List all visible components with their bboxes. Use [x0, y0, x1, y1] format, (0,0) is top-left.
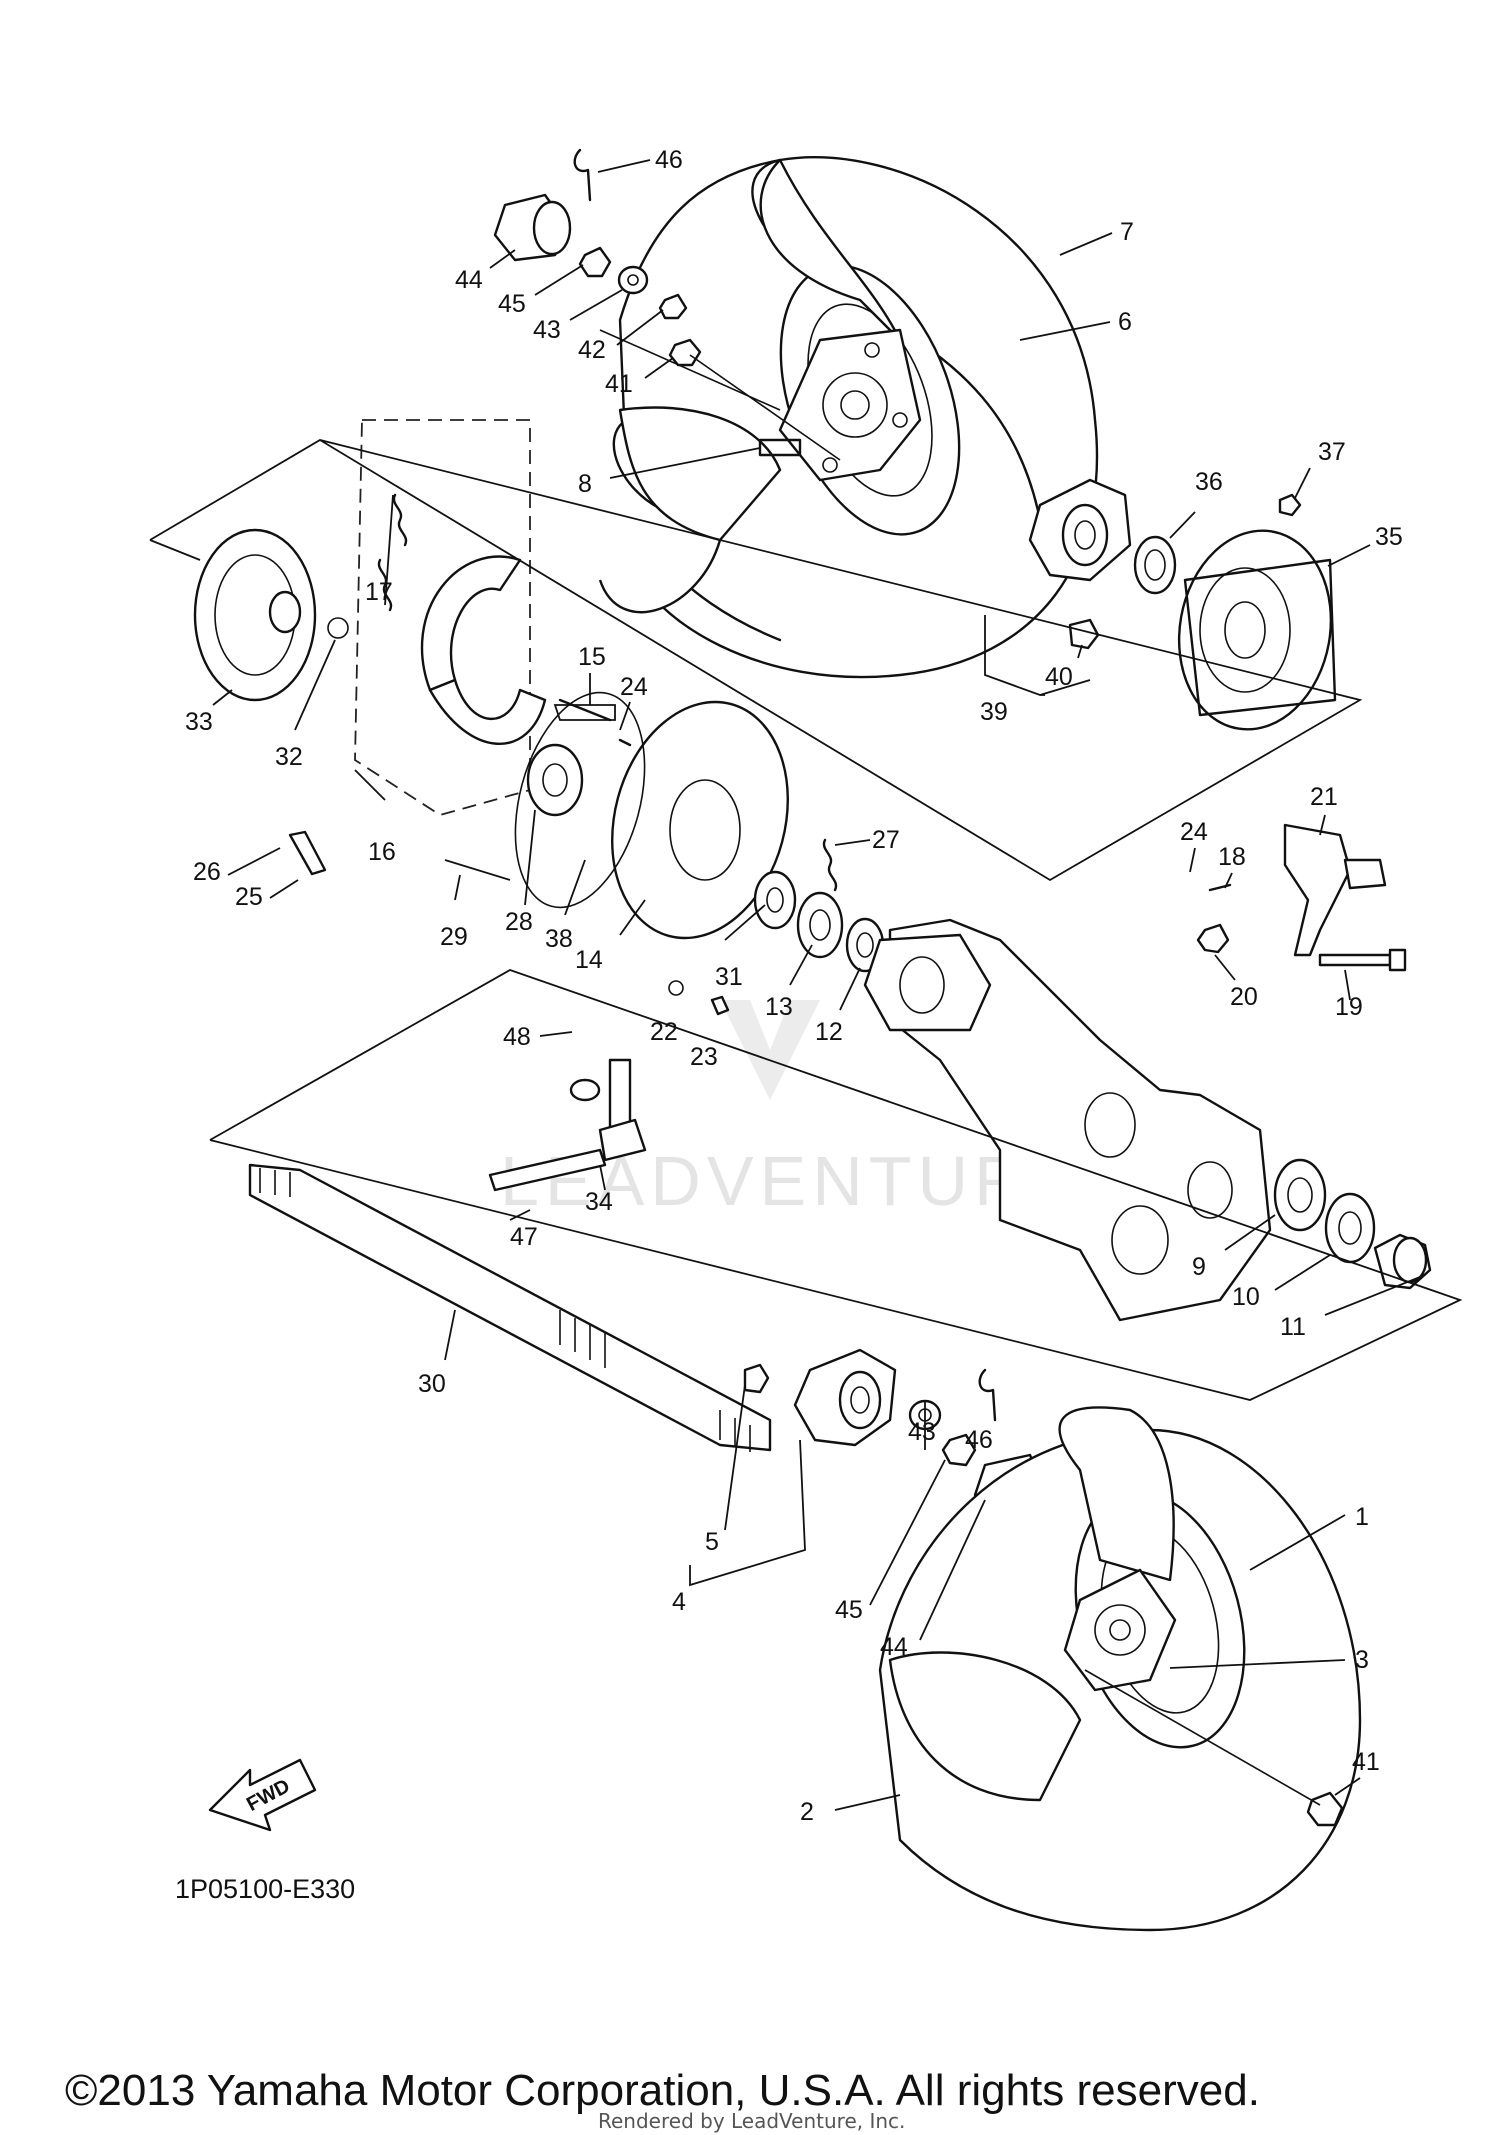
bearings-9-10-11 — [1273, 1158, 1432, 1290]
bracket-25 — [288, 830, 327, 876]
diagram-code: 1P05100-E330 — [175, 1874, 355, 1904]
callouts: 46 44 45 43 42 41 7 6 8 37 36 35 — [185, 146, 1426, 1826]
rendered-by-text: Rendered by LeadVenture, Inc. — [598, 2109, 905, 2133]
watermark-logo — [720, 1000, 820, 1100]
assembly-frames — [149, 439, 1463, 1401]
callout-17: 17 — [365, 578, 393, 606]
fwd-arrow-icon: FWD — [208, 1758, 317, 1832]
callout-40: 40 — [1045, 663, 1073, 691]
callout-45-upper: 45 — [498, 290, 526, 318]
callout-27: 27 — [872, 826, 900, 854]
callout-16: 16 — [368, 838, 396, 866]
callout-18: 18 — [1218, 843, 1246, 871]
upper-hub-group — [1028, 478, 1302, 650]
wheel-stud-8 — [758, 438, 802, 457]
callout-31: 31 — [715, 963, 743, 991]
brake-shoes — [377, 493, 547, 745]
callout-3: 3 — [1355, 1646, 1369, 1674]
brake-shoe-box — [354, 419, 531, 816]
callout-5: 5 — [705, 1528, 719, 1556]
callout-13: 13 — [765, 993, 793, 1021]
callout-46-upper: 46 — [655, 146, 683, 174]
callout-48: 48 — [503, 1023, 531, 1051]
callout-2: 2 — [800, 1798, 814, 1826]
callout-43-upper: 43 — [533, 316, 561, 344]
callout-8: 8 — [578, 470, 592, 498]
axle-shaft-30 — [248, 1163, 772, 1452]
callout-44-lower: 44 — [880, 1633, 908, 1661]
callout-42: 42 — [578, 336, 606, 364]
callout-6: 6 — [1118, 308, 1132, 336]
callout-33: 33 — [185, 708, 213, 736]
callout-21: 21 — [1310, 783, 1338, 811]
callout-10: 10 — [1232, 1283, 1260, 1311]
callout-38: 38 — [545, 925, 573, 953]
callout-41-lower: 41 — [1352, 1748, 1380, 1776]
callout-23: 23 — [690, 1043, 718, 1071]
copyright-text: ©2013 Yamaha Motor Corporation, U.S.A. A… — [65, 2066, 1260, 2115]
seal-28 — [526, 743, 584, 817]
callout-46-lower: 46 — [965, 1426, 993, 1454]
callout-14: 14 — [575, 946, 603, 974]
callout-28: 28 — [505, 908, 533, 936]
callout-26: 26 — [193, 858, 221, 886]
callout-9: 9 — [1192, 1253, 1206, 1281]
callout-19: 19 — [1335, 993, 1363, 1021]
axle-housing — [863, 918, 1272, 1322]
callout-22: 22 — [650, 1018, 678, 1046]
lower-wheel — [878, 1406, 1362, 1932]
rod-bracket-34-47-48 — [488, 1058, 647, 1192]
brake-drum-33 — [193, 528, 349, 702]
callout-44-upper: 44 — [455, 266, 483, 294]
callout-11: 11 — [1280, 1313, 1306, 1341]
bearings-12-13-31 — [753, 870, 885, 973]
callout-20: 20 — [1230, 983, 1258, 1011]
callout-36: 36 — [1195, 468, 1223, 496]
brake-panel-14 — [288, 691, 838, 940]
upper-hardware — [493, 148, 841, 461]
callout-39: 39 — [980, 698, 1008, 726]
callout-29: 29 — [440, 923, 468, 951]
brake-lever-21 — [1196, 823, 1407, 972]
callout-24-lower: 24 — [1180, 818, 1208, 846]
callout-1: 1 — [1355, 1503, 1369, 1531]
brake-drum-35 — [1177, 529, 1337, 731]
callout-12: 12 — [815, 1018, 843, 1046]
callout-15: 15 — [578, 643, 606, 671]
callout-34: 34 — [585, 1188, 613, 1216]
callout-32: 32 — [275, 743, 303, 771]
callout-25: 25 — [235, 883, 263, 911]
callout-4: 4 — [672, 1588, 686, 1616]
callout-47: 47 — [510, 1223, 538, 1251]
callout-41-upper: 41 — [605, 370, 633, 398]
callout-37: 37 — [1318, 438, 1346, 466]
callout-7: 7 — [1120, 218, 1134, 246]
callout-45-lower: 45 — [835, 1596, 863, 1624]
callout-35: 35 — [1375, 523, 1403, 551]
o-ring-32 — [327, 617, 349, 639]
callout-30: 30 — [418, 1370, 446, 1398]
callout-24-upper: 24 — [620, 673, 648, 701]
callout-43-lower: 43 — [908, 1418, 936, 1446]
